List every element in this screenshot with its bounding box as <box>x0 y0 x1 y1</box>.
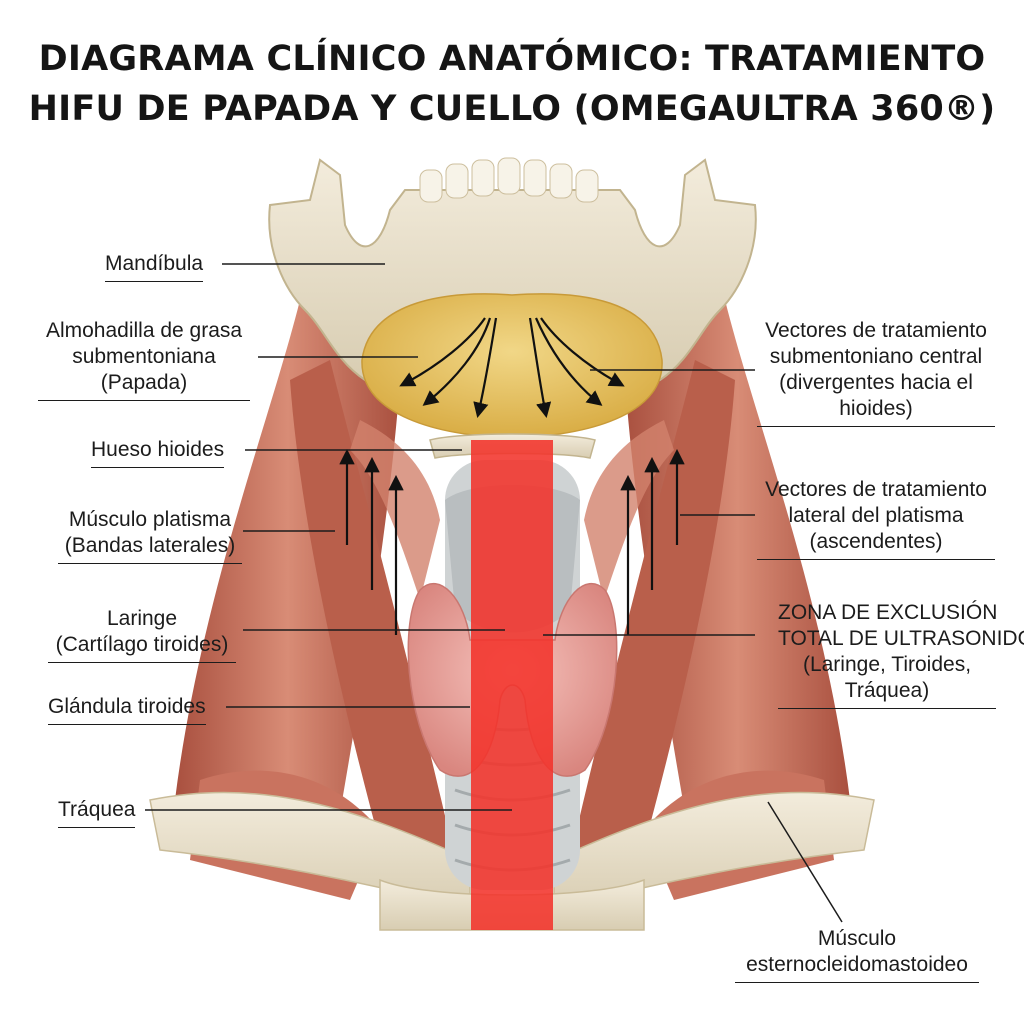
teeth <box>419 157 599 203</box>
label-grasa-submentoniana: Almohadilla de grasa submentoniana (Papa… <box>38 318 250 401</box>
title-line-2: HIFU DE PAPADA Y CUELLO (OMEGAULTRA 360®… <box>28 89 996 129</box>
exclusion-zone <box>471 440 553 930</box>
leader-lines <box>145 263 843 923</box>
label-esternocleidomastoideo: Músculo esternocleidomastoideo <box>735 926 979 983</box>
page-title: DIAGRAMA CLÍNICO ANATÓMICO: TRATAMIENTO … <box>0 34 1024 134</box>
label-musculo-platisma: Músculo platisma (Bandas laterales) <box>58 507 242 564</box>
title-line-1: DIAGRAMA CLÍNICO ANATÓMICO: TRATAMIENTO <box>38 39 986 79</box>
label-traquea: Tráquea <box>58 797 136 828</box>
label-hueso-hioides: Hueso hioides <box>91 437 225 468</box>
central-treatment-vectors <box>399 317 625 419</box>
submental-fat-pad <box>361 293 663 439</box>
label-glandula-tiroides: Glándula tiroides <box>48 694 206 725</box>
label-zona-exclusion: ZONA DE EXCLUSIÓN TOTAL DE ULTRASONIDO (… <box>778 600 1024 709</box>
label-laringe: Laringe (Cartílago tiroides) <box>48 606 236 663</box>
lateral-treatment-vectors <box>339 448 685 635</box>
label-vectores-central: Vectores de tratamiento submentoniano ce… <box>757 318 995 427</box>
label-mandibula: Mandíbula <box>105 251 204 282</box>
label-vectores-lateral: Vectores de tratamiento lateral del plat… <box>757 477 995 560</box>
